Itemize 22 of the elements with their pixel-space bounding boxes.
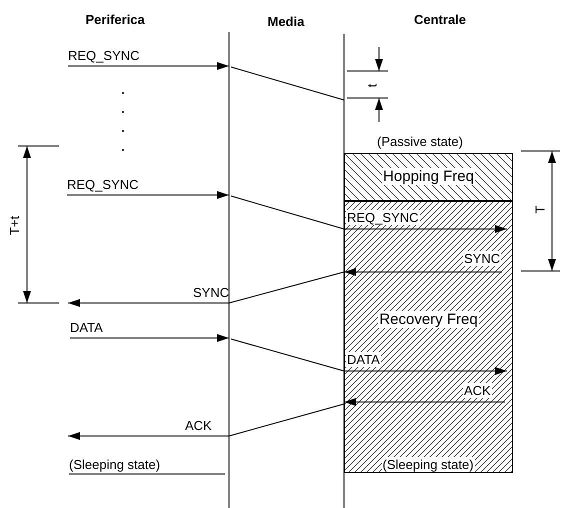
state-label: Hopping Freq	[382, 168, 475, 185]
state-label: Recovery Freq	[378, 311, 479, 328]
state-label: (Sleeping state)	[382, 457, 475, 472]
message-label: ACK	[185, 418, 212, 433]
message-label: SYNC	[463, 251, 502, 266]
dimension-label: T	[532, 205, 548, 213]
column-heading: Media	[268, 14, 304, 29]
message-label: REQ_SYNC	[67, 177, 139, 192]
message-label: REQ_SYNC	[68, 48, 140, 63]
message-label: REQ_SYNC	[346, 210, 420, 225]
message-label: SYNC	[193, 285, 230, 300]
state-label: (Passive state)	[377, 134, 463, 149]
state-label: (Sleeping state)	[69, 457, 160, 472]
hatched-state-band	[344, 201, 513, 473]
column-heading: Periferica	[86, 12, 145, 27]
message-label: ACK	[463, 383, 492, 398]
message-label: DATA	[70, 320, 103, 335]
hatched-state-band	[344, 153, 513, 201]
message-label: DATA	[346, 352, 381, 367]
dimension-label: T+t	[6, 215, 22, 235]
dimension-label: t	[364, 83, 380, 87]
column-heading: Centrale	[414, 12, 466, 27]
